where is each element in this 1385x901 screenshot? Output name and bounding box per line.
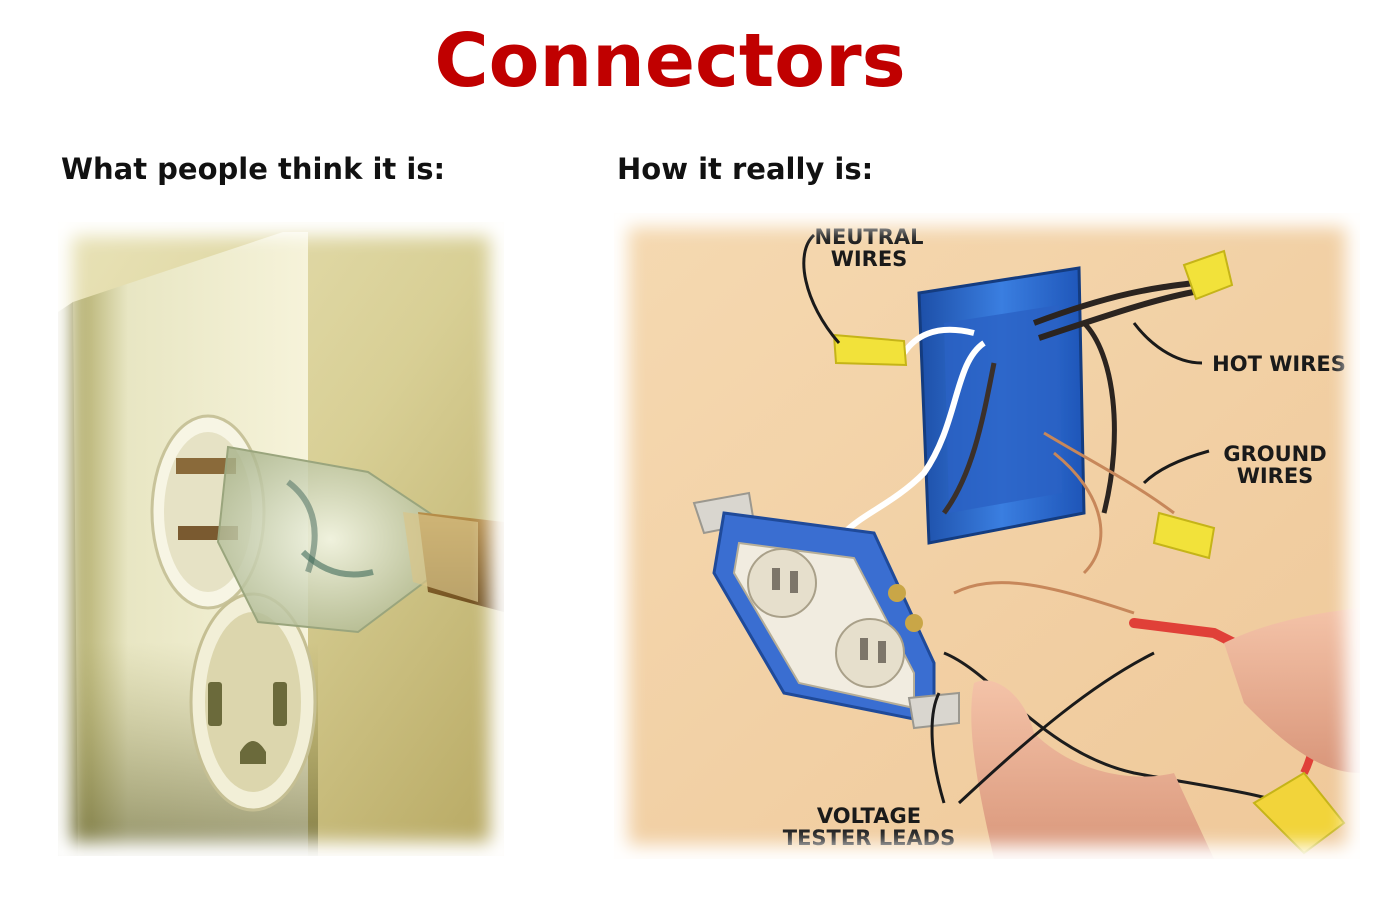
neutral-wires-label: NEUTRAL WIRES: [814, 226, 924, 270]
neutral-label-line2: WIRES: [830, 247, 908, 271]
plug-outlet-illustration: [58, 222, 504, 856]
right-caption: How it really is:: [617, 152, 874, 186]
voltage-tester-leads-label: VOLTAGE TESTER LEADS: [774, 805, 964, 849]
outlet-wiring-photo: NEUTRAL WIRES HOT WIRES GROUND WIRES VOL…: [614, 213, 1360, 859]
plug-outlet-photo: [58, 222, 504, 856]
neutral-label-line1: NEUTRAL: [814, 225, 924, 249]
voltage-label-line2: TESTER LEADS: [782, 826, 956, 850]
left-caption: What people think it is:: [61, 152, 446, 186]
ground-label-line1: GROUND: [1223, 442, 1327, 466]
ground-wires-label: GROUND WIRES: [1210, 443, 1340, 487]
outlet-wiring-illustration: [614, 213, 1360, 859]
voltage-label-line1: VOLTAGE: [816, 804, 922, 828]
slide-title: Connectors: [434, 18, 906, 104]
hot-wires-label: HOT WIRES: [1212, 352, 1346, 376]
ground-label-line2: WIRES: [1236, 464, 1314, 488]
